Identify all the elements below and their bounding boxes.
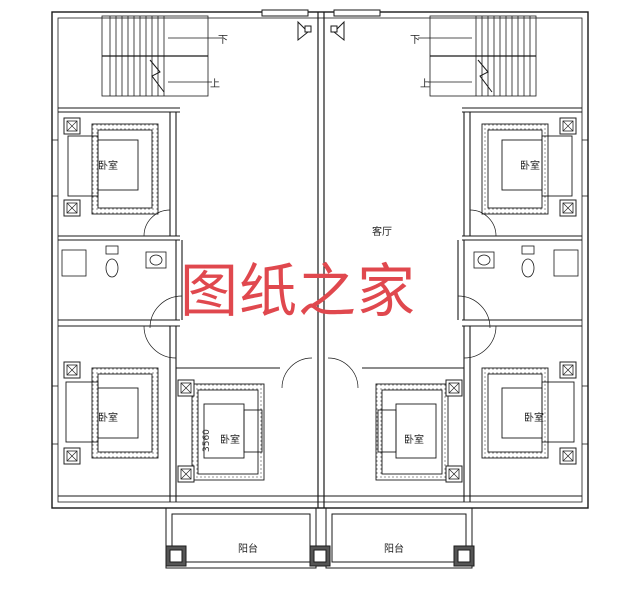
bed-center-left [177,379,265,483]
label-bedroom-top-right: 卧室 [520,161,540,172]
balconies [165,507,475,569]
label-living-room: 客厅 [372,227,392,238]
label-bedroom-center-right: 卧室 [404,435,424,446]
watermark-text: 图纸之家 [180,257,417,325]
label-stairs-down-left: 下 [218,35,228,46]
door-swings [143,209,497,389]
bed-bottom-left [63,361,159,465]
side-windows [52,139,588,445]
label-stairs-down-right: 下 [410,35,420,46]
label-bedroom-bottom-left: 卧室 [98,413,118,424]
bed-bottom-right [481,361,577,465]
dimension-label: 3560 [202,429,212,452]
stairs-left [101,15,222,97]
bed-top-left [63,117,159,217]
label-bedroom-top-left: 卧室 [98,161,118,172]
label-bedroom-bottom-right: 卧室 [524,413,544,424]
top-center-windows [261,9,381,42]
label-balcony-right: 阳台 [384,544,404,555]
stairs-right [418,15,537,97]
bed-center-right [375,379,463,483]
label-balcony-left: 阳台 [238,544,258,555]
bed-top-right [481,117,577,217]
outer-walls [51,11,589,509]
bathroom-fixtures [61,245,579,278]
interior-walls [58,107,582,502]
central-wall [317,12,325,508]
label-bedroom-center-left: 卧室 [220,435,240,446]
label-stairs-up-left: 上 [210,79,220,90]
label-stairs-up-right: 上 [420,79,430,90]
